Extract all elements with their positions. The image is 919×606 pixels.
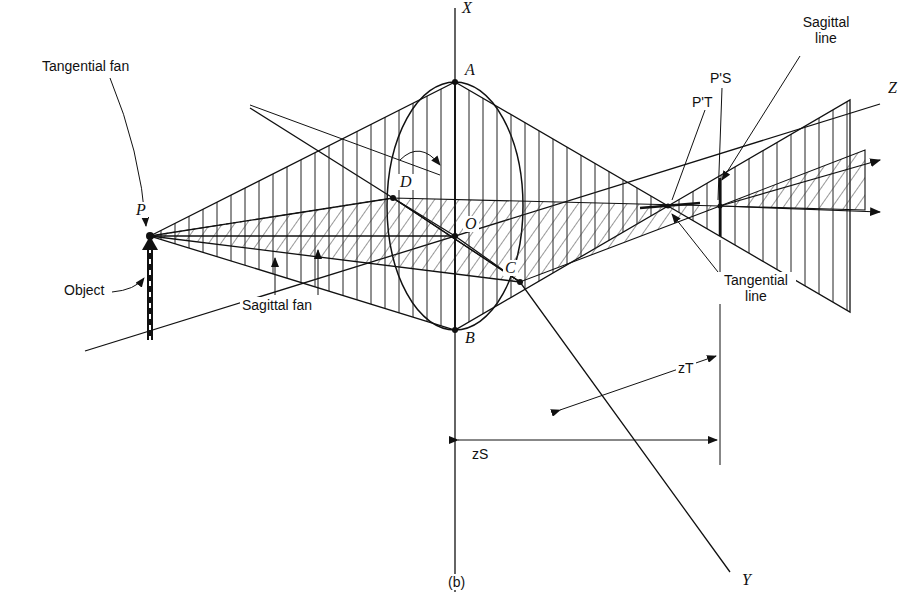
figure-caption: (b) [446, 574, 467, 590]
point-label: Z [886, 80, 899, 96]
callout-label: P'S [708, 70, 733, 86]
callout-label: zT [676, 360, 696, 376]
callout-label: Tangential fan [40, 58, 131, 74]
point-label: P [134, 202, 148, 218]
point-label: Y [740, 572, 753, 588]
callout-label: Sagittal fan [240, 297, 314, 313]
point-label: X [460, 0, 474, 16]
point-label: D [398, 174, 414, 190]
point-label: B [463, 330, 477, 346]
callout-label: Object [62, 282, 106, 298]
callout-label: zS [470, 446, 490, 462]
callout-label: P'T [690, 94, 715, 110]
callout-label: Sagittal line [792, 14, 860, 46]
point-label: A [463, 62, 477, 78]
callout-label: Tangential line [716, 272, 796, 304]
point-label: O [463, 216, 479, 232]
point-label: C [503, 260, 518, 276]
